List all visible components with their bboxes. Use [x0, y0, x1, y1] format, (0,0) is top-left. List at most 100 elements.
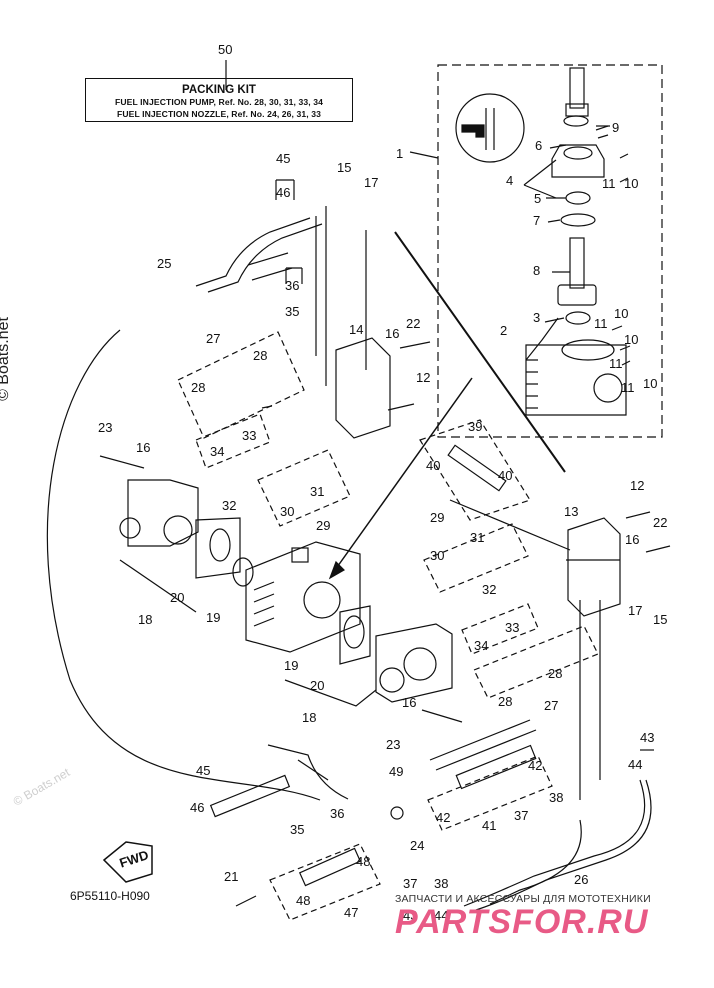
callout: 14: [349, 322, 363, 337]
callout-labels: 50 1 2 3 4 5 6 7 8 9 10 10 10 10 11 11 1…: [98, 42, 667, 923]
callout: 19: [284, 658, 298, 673]
callout: 17: [364, 175, 378, 190]
callout: 40: [498, 468, 512, 483]
oring-small: [563, 115, 589, 127]
hose-25-curve: [46, 329, 321, 801]
callout: 23: [386, 737, 400, 752]
group-39: [419, 419, 531, 521]
group-32a: [195, 413, 271, 469]
callout: 42: [528, 758, 542, 773]
callout: 11: [621, 380, 635, 395]
callout: 47: [344, 905, 358, 920]
inset-box: [437, 64, 663, 438]
callout: 11: [594, 316, 608, 331]
callout: 20: [310, 678, 324, 693]
diagram-code: 6P55110-H090: [70, 889, 150, 903]
callout: 22: [653, 515, 667, 530]
plunger-collar: [565, 103, 589, 117]
callout: 10: [624, 332, 638, 347]
callout: 29: [430, 510, 444, 525]
callout: 22: [406, 316, 420, 331]
callout: 48: [356, 854, 370, 869]
central-body: [245, 541, 361, 653]
callout: 28: [498, 694, 512, 709]
callout: 18: [138, 612, 152, 627]
callout: 16: [385, 326, 399, 341]
plunger-shaft: [569, 67, 585, 109]
callout: 32: [482, 582, 496, 597]
packing-kit-line-1: FUEL INJECTION PUMP, Ref. No. 28, 30, 31…: [115, 97, 323, 107]
callout: 27: [544, 698, 558, 713]
callout: 16: [136, 440, 150, 455]
callout: 25: [157, 256, 171, 271]
callout: 35: [285, 304, 299, 319]
callout: 45: [276, 151, 290, 166]
hose-41: [455, 744, 537, 790]
hose-45: [209, 774, 291, 818]
brand-logo: ЗАПЧАСТИ И АКСЕССУАРЫ ДЛЯ МОТОТЕХНИКИ PA…: [395, 893, 710, 963]
callout: 32: [222, 498, 236, 513]
packing-kit-box: PACKING KIT FUEL INJECTION PUMP, Ref. No…: [85, 78, 353, 122]
callout: 12: [416, 370, 430, 385]
callout: 24: [410, 838, 424, 853]
callout: 28: [191, 380, 205, 395]
callout: 10: [624, 176, 638, 191]
callout: 40: [426, 458, 440, 473]
callout: 36: [285, 278, 299, 293]
bearing-upper: [565, 191, 591, 205]
callout: 37: [403, 876, 417, 891]
detail-circle: [455, 93, 525, 163]
group-47: [269, 843, 381, 921]
callout: 28: [548, 666, 562, 681]
callout: 10: [643, 376, 657, 391]
callout: 16: [402, 695, 416, 710]
callout: 13: [564, 504, 578, 519]
group-29a: [257, 449, 351, 527]
fitting-24: [390, 806, 404, 820]
packing-kit-line-2: FUEL INJECTION NOZZLE, Ref. No. 24, 26, …: [116, 109, 322, 119]
callout: 46: [276, 185, 290, 200]
callout: 50: [218, 42, 232, 57]
gasket-left: [195, 517, 241, 579]
callout: 6: [535, 138, 542, 153]
right-pump-body: [375, 623, 453, 703]
flange-13: [567, 517, 621, 617]
callout: 43: [640, 730, 654, 745]
packing-kit-title: PACKING KIT: [182, 84, 256, 96]
oring-large: [560, 213, 596, 227]
callout: 30: [280, 504, 294, 519]
hose-26: [489, 819, 582, 905]
screw-23b: [421, 709, 463, 723]
callout: 49: [389, 764, 403, 779]
callout: 9: [612, 120, 619, 135]
callout: 33: [505, 620, 519, 635]
callout: 31: [310, 484, 324, 499]
group-27a: [177, 331, 305, 439]
screw-23a: [99, 455, 145, 469]
callout: 44: [628, 757, 642, 772]
callout: 41: [482, 818, 496, 833]
callout: 35: [290, 822, 304, 837]
brand-tagline: ЗАПЧАСТИ И АКСЕССУАРЫ ДЛЯ МОТОТЕХНИКИ: [395, 893, 651, 905]
watermark: © Boats.net: [0, 317, 12, 401]
callout: 15: [337, 160, 351, 175]
callout: 16: [625, 532, 639, 547]
callout: 8: [533, 263, 540, 278]
callout: 39: [468, 419, 482, 434]
pump-housing: [525, 344, 627, 416]
callout: 38: [434, 876, 448, 891]
callout: 46: [190, 800, 204, 815]
callout: 17: [628, 603, 642, 618]
hose-43: [463, 779, 652, 911]
callout: 42: [436, 810, 450, 825]
callout: 21: [224, 869, 238, 884]
callout: 23: [98, 420, 112, 435]
fwd-arrow-icon: FWD: [102, 841, 153, 883]
screw-22b: [645, 545, 671, 553]
callout: 43: [403, 908, 417, 923]
callout: 26: [574, 872, 588, 887]
callout: 48: [296, 893, 310, 908]
callout: 10: [614, 306, 628, 321]
callout: 38: [549, 790, 563, 805]
hose-47: [298, 847, 362, 887]
